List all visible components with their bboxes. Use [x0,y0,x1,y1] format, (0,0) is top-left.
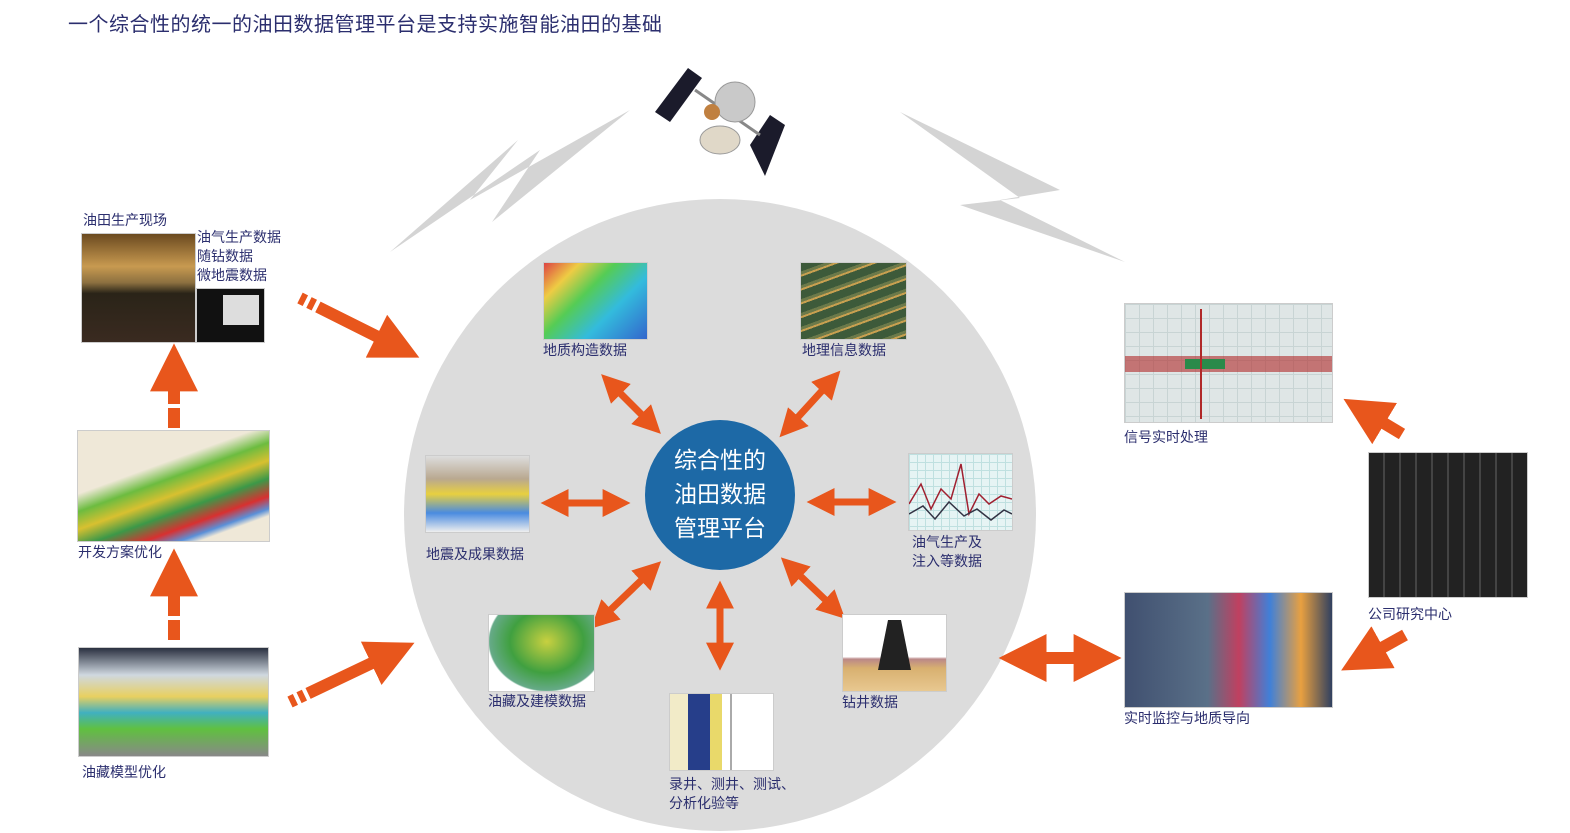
signal-bolt-left [390,110,630,252]
reservoir-optimization-image [78,647,269,757]
signal-bolt-right [900,112,1125,262]
realtime-monitor-label: 实时监控与地质导向 [1124,711,1250,727]
development-plan-image [77,430,270,542]
field-data-item: 随钻数据 [197,249,253,265]
field-data-item: 微地震数据 [197,268,267,284]
geology-label: 地质构造数据 [543,343,627,359]
arrow-research-to-signal [1343,398,1406,445]
core-line: 管理平台 [674,516,766,542]
arrow-drilling [780,557,846,619]
arrow-geology [601,374,661,434]
geo-info-label: 地理信息数据 [802,343,886,359]
drilling-label: 钻井数据 [842,695,898,711]
logging-label-line1: 录井、测井、测试、 [669,777,795,793]
production-label: 油气生产及注入等数据 [912,534,982,572]
seismic-label: 地震及成果数据 [426,547,524,563]
field-data-item: 油气生产数据 [197,230,281,246]
satellite-icon [655,68,785,176]
signal-processing-image [1124,303,1333,423]
drilling-image [842,614,947,692]
oilfield-site-image [81,233,196,343]
reservoir-label: 油藏及建模数据 [488,694,586,710]
arrow-model-to-platform [287,641,415,708]
data-center-image [1368,452,1528,598]
core-platform: 综合性的 油田数据 管理平台 [645,420,795,570]
arrow-geo-info [779,370,841,438]
logging-label-line2: 分析化验等 [669,796,739,812]
production-label-line1: 油气生产及 [912,535,982,551]
core-line: 油田数据 [674,482,766,508]
field-title-label: 油田生产现场 [83,213,167,229]
geo-info-image [800,262,907,340]
production-label-line2: 注入等数据 [912,554,982,570]
logging-label: 录井、测井、测试、分析化验等 [669,776,795,814]
geology-map-image [543,262,648,340]
arrow-reservoir [590,561,662,629]
research-center-label: 公司研究中心 [1368,607,1452,623]
arrow-field-to-platform [297,292,420,358]
arrow-research-to-monitor [1341,626,1408,671]
seismic-image [425,455,530,533]
realtime-monitor-image [1124,592,1333,708]
core-line: 综合性的 [674,448,766,474]
computer-image [196,288,265,343]
reservoir-model-image [488,614,595,692]
logging-image [669,693,774,771]
field-data-label: 油气生产数据 随钻数据 微地震数据 [197,229,281,286]
reservoir-optimization-label: 油藏模型优化 [82,765,166,781]
production-chart-image [908,453,1013,531]
page-title: 一个综合性的统一的油田数据管理平台是支持实施智能油田的基础 [68,12,663,36]
development-plan-label: 开发方案优化 [78,545,162,561]
signal-processing-label: 信号实时处理 [1124,430,1208,446]
